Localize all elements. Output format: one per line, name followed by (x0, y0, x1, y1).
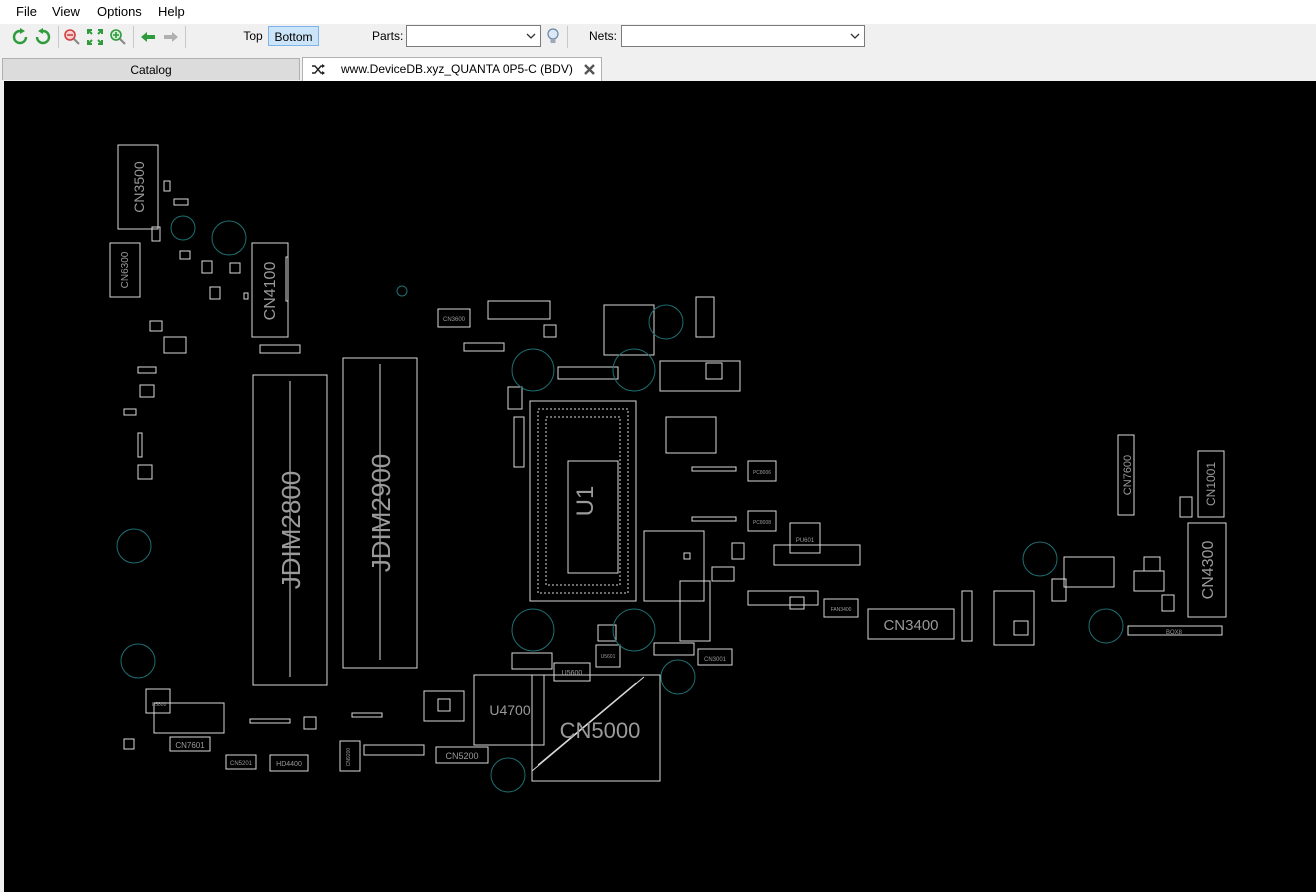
parts-label: Parts: (372, 29, 404, 43)
designator-cn6300: CN6300 (120, 251, 131, 288)
designator-cn3400: CN3400 (883, 617, 938, 634)
designator-hd4400: HD4400 (276, 761, 302, 768)
designator-pc8008: PC8008 (753, 520, 771, 526)
designator-jdim2800: JDIM2800 (276, 471, 306, 590)
ic-outline (747, 460, 777, 482)
top-side-button[interactable]: Top (243, 29, 263, 43)
menu-file[interactable]: File (16, 4, 37, 19)
designator-cn9200: CN9200 (346, 748, 352, 767)
passive-components (123, 180, 1193, 756)
connector-outline (269, 754, 309, 772)
bottom-side-button[interactable]: Bottom (268, 26, 319, 46)
toolbar-separator (567, 26, 568, 48)
connector-outline (1187, 522, 1227, 618)
designator-u5601: U5601 (601, 654, 616, 660)
connector-outline (339, 740, 361, 772)
designator-jdim2900: JDIM2900 (366, 454, 396, 573)
designator-u1: U1 (572, 486, 599, 517)
connector-outline (1117, 434, 1135, 516)
pin-row (537, 682, 637, 766)
lightbulb-icon[interactable] (544, 27, 562, 45)
pin-row (531, 676, 645, 772)
designator-pu601: PU601 (796, 538, 815, 544)
designator-u4700: U4700 (489, 702, 530, 718)
menu-view[interactable]: View (52, 4, 80, 19)
zoom-out-icon[interactable] (63, 28, 81, 46)
close-icon[interactable] (583, 63, 596, 76)
toolbar-separator (58, 26, 59, 48)
chevron-down-icon (526, 33, 536, 39)
cpu-outline (529, 400, 637, 602)
designator-cn7600: CN7600 (1122, 455, 1134, 495)
ic-outline (145, 688, 171, 714)
toolbar-separator (133, 26, 134, 48)
connector-outline (697, 648, 733, 666)
menu-bar: File View Options Help (0, 0, 1316, 24)
forward-arrow-icon[interactable] (162, 28, 180, 46)
toolbar-separator (185, 26, 186, 48)
tab-board-label: www.DeviceDB.xyz_QUANTA 0P5-C (BDV) (341, 62, 573, 76)
ic-outline (473, 674, 545, 746)
ic-outline (595, 644, 621, 668)
connector-outline (169, 736, 211, 752)
parts-dropdown[interactable] (406, 25, 541, 47)
board-canvas[interactable]: CN3500 CN6300 CN4100 CN3600 JDIM2800 JDI… (4, 81, 1316, 892)
designator-cn4100: CN4100 (262, 262, 279, 321)
nets-dropdown[interactable] (621, 25, 865, 47)
menu-options[interactable]: Options (97, 4, 142, 19)
zoom-in-icon[interactable] (109, 28, 127, 46)
pin-row (285, 256, 289, 302)
cpu-ball-grid (537, 408, 629, 594)
tab-board[interactable]: www.DeviceDB.xyz_QUANTA 0P5-C (BDV) (302, 57, 602, 81)
chevron-down-icon (850, 33, 860, 39)
mounting-holes (116, 215, 1124, 793)
reload-icon[interactable] (11, 28, 29, 46)
tab-catalog-label: Catalog (130, 63, 172, 77)
designator-cn3001: CN3001 (704, 657, 727, 663)
menu-help[interactable]: Help (158, 4, 185, 19)
connector-outline (109, 242, 141, 298)
cpu-die (567, 460, 619, 574)
connector-outline (437, 308, 471, 328)
connector-outline (1197, 450, 1225, 518)
ic-outline (789, 522, 821, 554)
nets-label: Nets: (589, 29, 618, 43)
dimm-slot-outline (252, 374, 328, 686)
fit-to-window-icon[interactable] (86, 28, 104, 46)
shuffle-icon (312, 64, 325, 75)
cpu-ball-grid (545, 416, 621, 586)
connector-outline (823, 598, 859, 618)
back-arrow-icon[interactable] (139, 28, 157, 46)
designator-u5800: U5800 (152, 702, 167, 708)
designator-fan3400: FAN3400 (831, 607, 852, 613)
designator-pc8006: PC8006 (753, 470, 771, 476)
designator-cn3500: CN3500 (131, 161, 147, 213)
tab-catalog[interactable]: Catalog (2, 58, 300, 80)
designator-u5600: U5600 (562, 670, 583, 677)
connector-outline (531, 674, 661, 782)
connector-outline (117, 144, 159, 230)
connector-outline (867, 608, 955, 640)
refresh-icon[interactable] (34, 28, 52, 46)
designator-cn5200: CN5200 (445, 751, 478, 761)
designator-box8: BOX8 (1166, 630, 1183, 636)
designator-cn7601: CN7601 (175, 741, 205, 750)
ic-outline (747, 510, 777, 532)
connector-outline (225, 754, 257, 770)
designator-cn4300: CN4300 (1200, 541, 1217, 600)
designator-cn3600: CN3600 (443, 317, 466, 323)
connector-outline (435, 746, 489, 764)
ic-outline (553, 662, 591, 682)
designator-cn5000: CN5000 (560, 718, 641, 743)
dimm-slot-outline (342, 357, 418, 669)
board-drawing[interactable]: CN3500 CN6300 CN4100 CN3600 JDIM2800 JDI… (4, 81, 1316, 892)
designator-cn1001: CN1001 (1204, 462, 1218, 506)
designator-cn5201: CN5201 (230, 761, 253, 767)
connector-outline (1127, 625, 1223, 636)
